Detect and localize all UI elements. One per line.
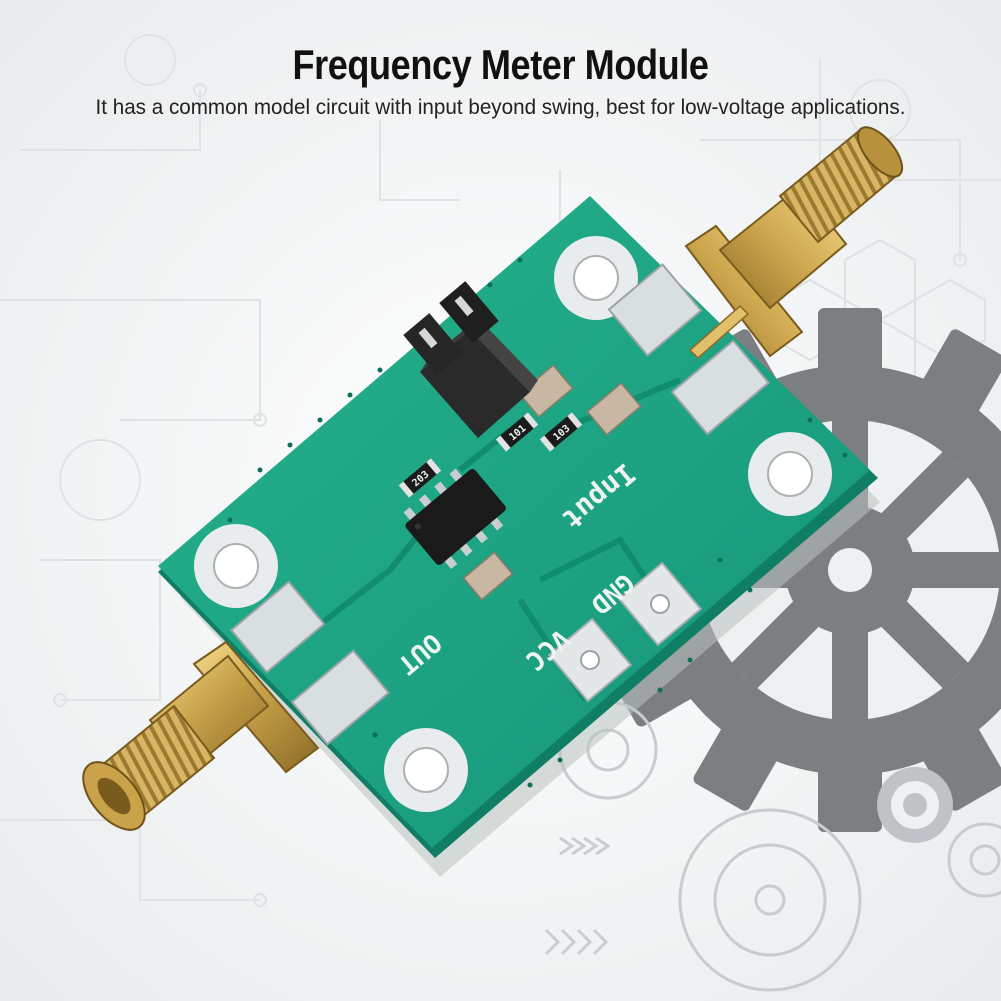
ic-chip xyxy=(403,468,506,570)
mounting-hole xyxy=(748,432,832,516)
solder-pad xyxy=(229,263,771,746)
jumper-header xyxy=(403,281,538,438)
smd-capacitor xyxy=(462,364,642,601)
vcc-pad xyxy=(547,617,633,703)
sma-connector-input xyxy=(684,126,904,360)
mounting-hole xyxy=(554,236,638,320)
small-gear-icon xyxy=(877,767,953,843)
mounting-hole xyxy=(194,524,278,608)
header: Frequency Meter Module It has a common m… xyxy=(0,44,1001,120)
via-dots xyxy=(227,257,848,788)
chevron-arrows xyxy=(544,836,611,956)
mounting-hole xyxy=(384,728,468,812)
page-subtitle: It has a common model circuit with input… xyxy=(95,95,906,119)
gnd-pad xyxy=(617,561,703,647)
sma-connector-output xyxy=(82,640,320,831)
page-title: Frequency Meter Module xyxy=(292,41,709,88)
